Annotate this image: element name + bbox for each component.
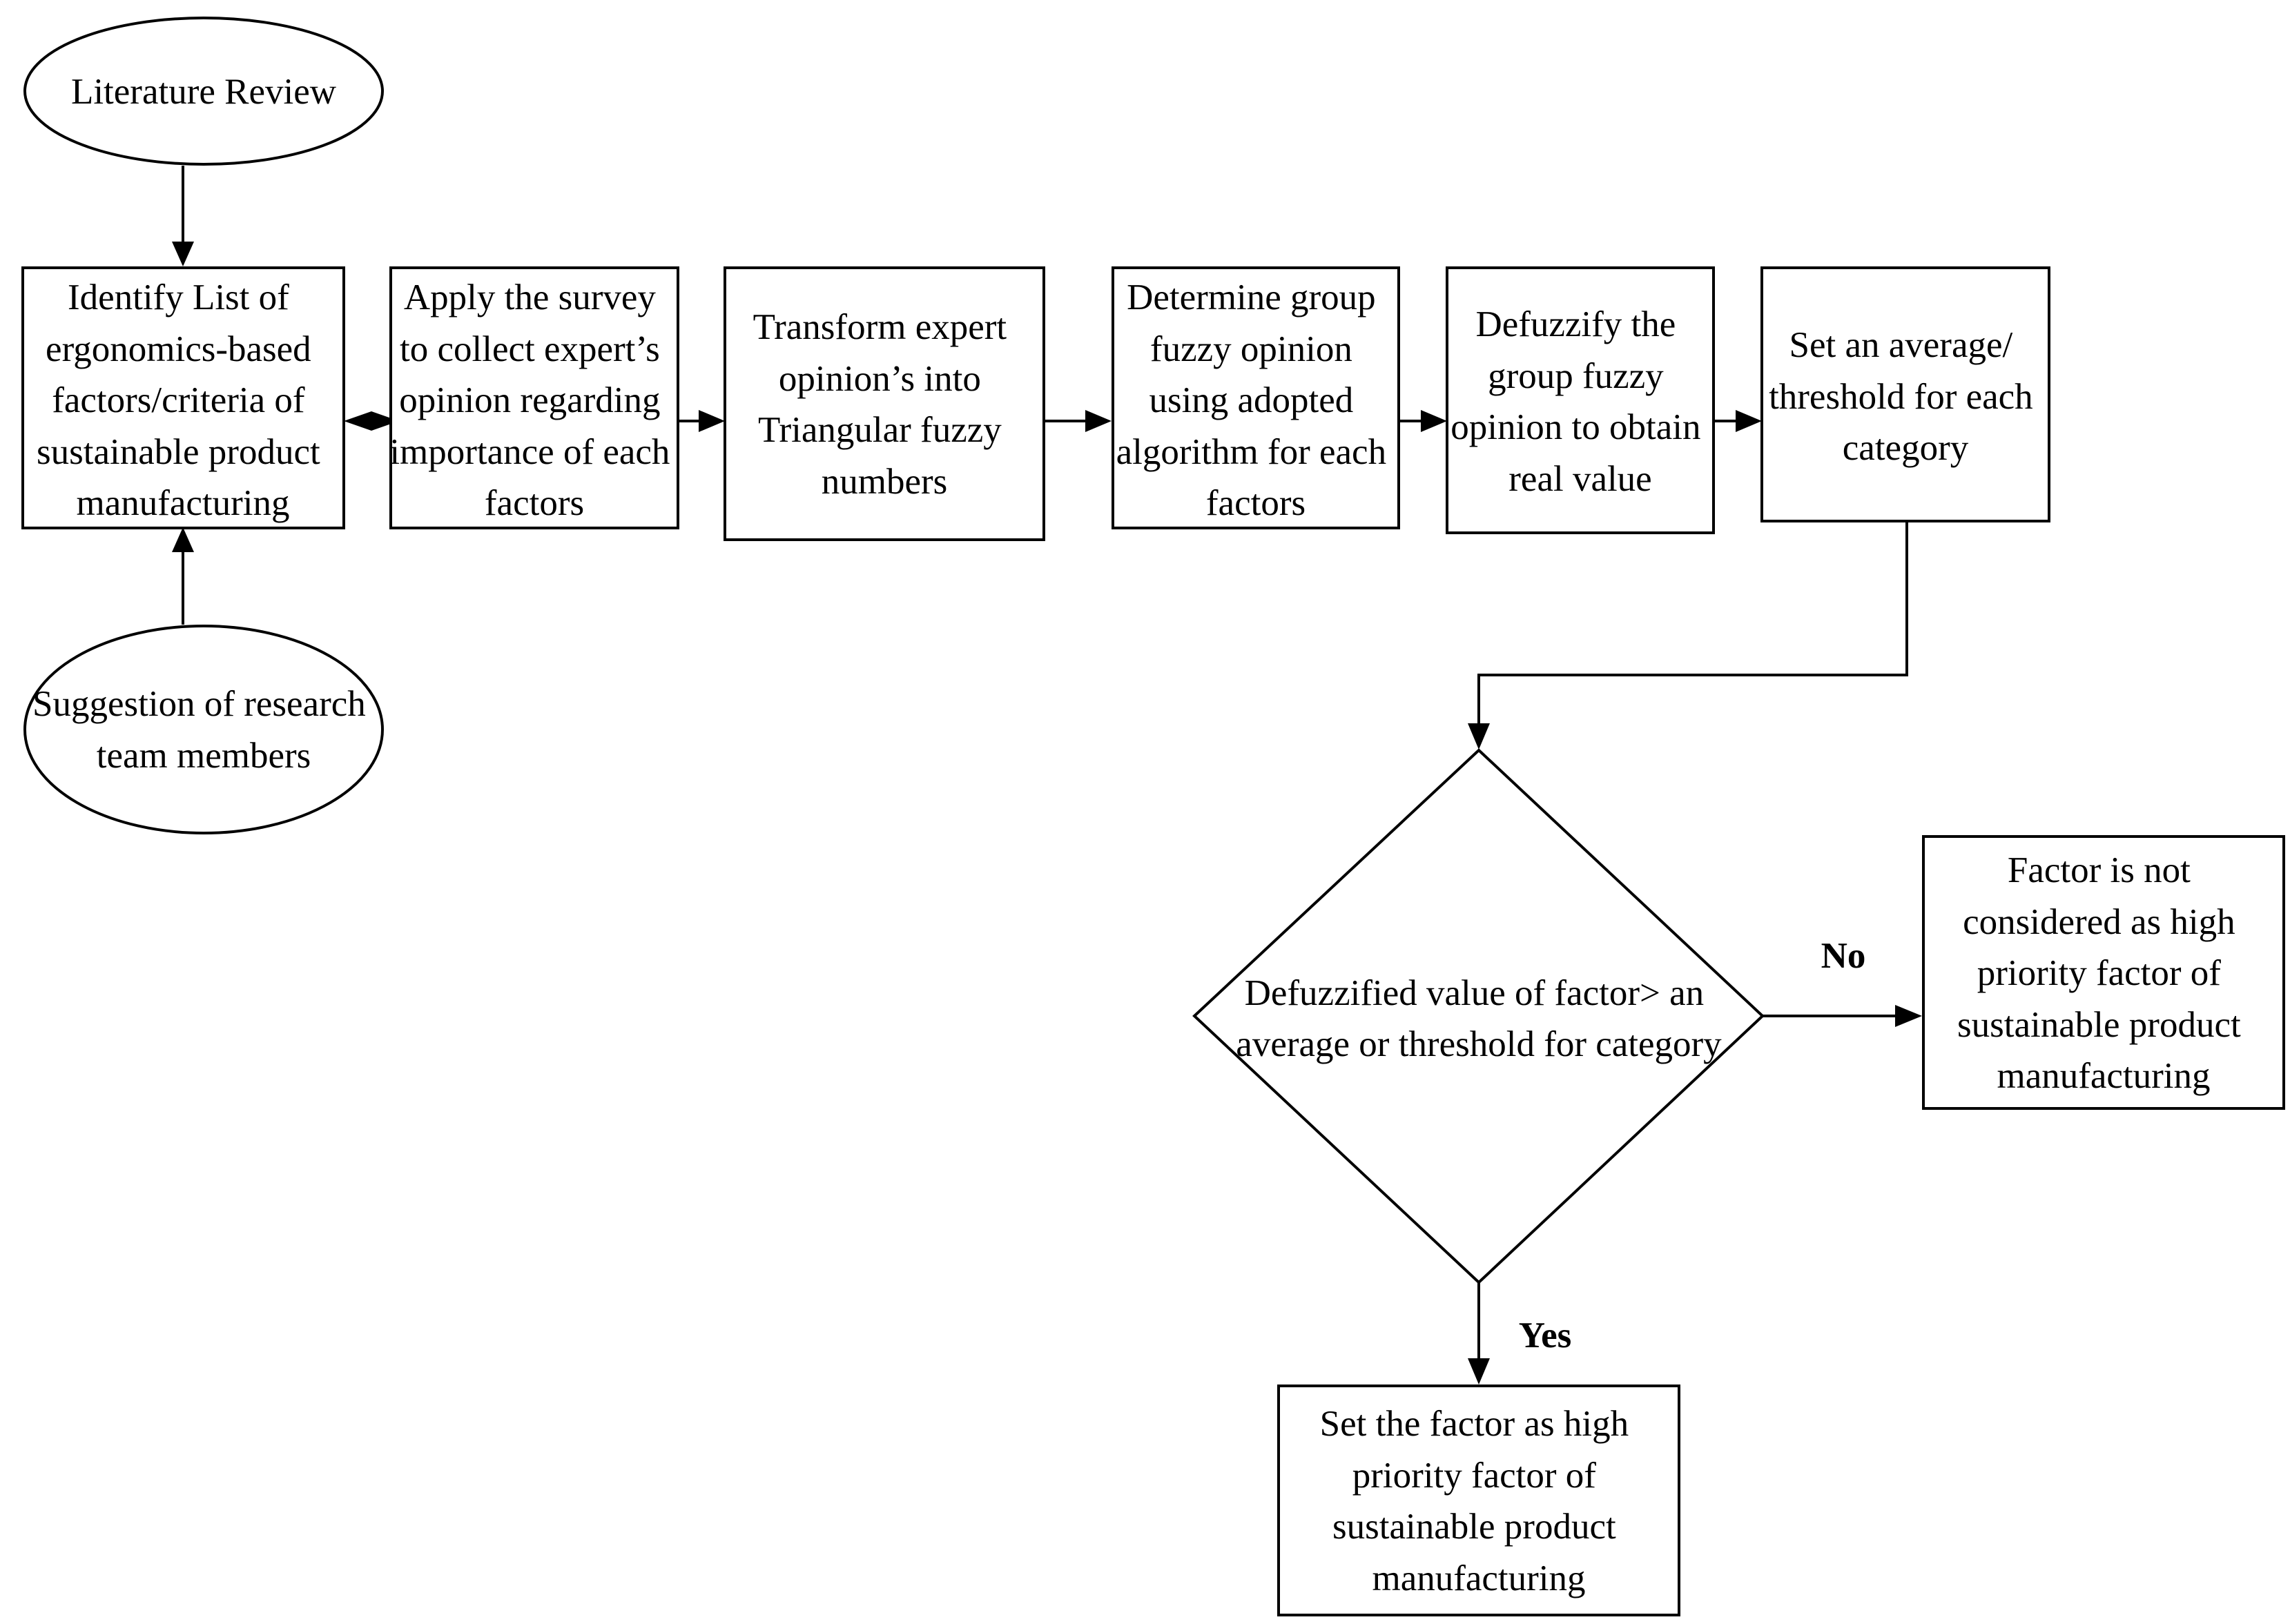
node-label-line: Transform expert <box>753 307 1007 347</box>
node-label-line: Set an average/ <box>1789 325 2013 365</box>
node-label-line: using adopted <box>1149 380 1353 420</box>
svg-text:Set the factor as high p: Set the factor as high priority factor o… <box>1320 1404 1638 1598</box>
identify-factors-node: Identify List of ergonomics-based factor… <box>21 266 345 529</box>
node-label-line: to collect expert’s <box>400 329 660 369</box>
node-label-line: importance of each <box>389 432 670 472</box>
node-label-line: manufacturing <box>1372 1558 1585 1598</box>
node-label-line: Determine group <box>1127 277 1376 317</box>
set-threshold-node: Set an average/ threshold for each categ… <box>1760 266 2050 522</box>
node-label-line: category <box>1843 428 1969 468</box>
transform-opinions-node: Transform expert opinion’s into Triangul… <box>724 266 1045 541</box>
node-label-line: group fuzzy <box>1488 356 1664 396</box>
node-label-line: Defuzzified value of factor> an <box>1245 973 1705 1013</box>
node-label-line: factors <box>485 483 584 523</box>
node-label-line: Apply the survey <box>404 277 657 317</box>
node-label-line: algorithm for each <box>1116 432 1386 472</box>
node-label-line: factors/criteria of <box>52 380 305 420</box>
high-priority-node: Set the factor as high priority factor o… <box>1277 1385 1680 1616</box>
no-edge-label: No <box>1821 936 1866 976</box>
node-label-line: Factor is not <box>2008 850 2191 890</box>
defuzzify-node: Defuzzify the group fuzzy opinion to obt… <box>1446 266 1715 534</box>
node-label-line: numbers <box>822 462 948 502</box>
svg-text:Identify List of ergonom: Identify List of ergonomics-based factor… <box>37 277 329 523</box>
svg-text:Suggestion of research t: Suggestion of research team members <box>32 684 375 776</box>
node-label-line: factors <box>1206 483 1306 523</box>
node-label-line: Identify List of <box>68 277 289 317</box>
not-high-priority-node: Factor is not considered as high priorit… <box>1922 835 2285 1110</box>
determine-group-opinion-node: Determine group fuzzy opinion using adop… <box>1112 266 1400 529</box>
node-label-line: Set the factor as high <box>1320 1404 1629 1444</box>
node-label-line: opinion to obtain <box>1450 407 1700 447</box>
node-label-line: considered as high <box>1963 902 2235 942</box>
svg-text:Literature Review: Literature Review <box>71 72 337 112</box>
node-label-line: sustainable product <box>37 432 320 472</box>
node-label-line: team members <box>97 736 311 776</box>
yes-edge-label: Yes <box>1519 1315 1572 1356</box>
svg-text:Set an average/ threshol: Set an average/ threshold for each categ… <box>1769 325 2042 468</box>
svg-text:Defuzzify the group fuzz: Defuzzify the group fuzzy opinion to obt… <box>1450 304 1709 499</box>
decision-diamond: Defuzzified value of factor> an average … <box>1192 748 1765 1284</box>
svg-text:Determine group fuzzy op: Determine group fuzzy opinion using adop… <box>1116 277 1396 523</box>
svg-text:Transform expert opinion: Transform expert opinion’s into Triangul… <box>753 307 1016 502</box>
node-label-line: Defuzzify the <box>1475 304 1676 344</box>
node-label-line: average or threshold for category <box>1236 1024 1722 1064</box>
connectors <box>172 166 1922 1385</box>
svg-text:Apply the survey to coll: Apply the survey to collect expert’s opi… <box>389 277 679 523</box>
node-label-line: sustainable product <box>1957 1005 2241 1045</box>
literature-review-node: Literature Review <box>23 17 384 166</box>
node-label-line: Suggestion of research <box>32 684 366 724</box>
svg-text:Defuzzified value of factor> a: Defuzzified value of factor> an average … <box>1236 973 1722 1064</box>
apply-survey-node: Apply the survey to collect expert’s opi… <box>389 266 679 529</box>
node-label-line: manufacturing <box>1997 1056 2210 1096</box>
node-label-line: Triangular fuzzy <box>758 410 1002 450</box>
node-label-line: sustainable product <box>1332 1507 1616 1547</box>
node-label-line: priority factor of <box>1977 953 2222 993</box>
node-label-line: real value <box>1508 459 1651 499</box>
node-label-line: Literature Review <box>71 72 337 112</box>
node-label-line: priority factor of <box>1352 1456 1597 1496</box>
node-label-line: manufacturing <box>76 483 289 523</box>
node-label-line: ergonomics-based <box>46 329 311 369</box>
node-label-line: opinion’s into <box>779 359 981 399</box>
node-label-line: threshold for each <box>1769 377 2033 417</box>
node-label-line: opinion regarding <box>399 380 660 420</box>
suggestion-node: Suggestion of research team members <box>23 625 384 834</box>
svg-text:Factor is not considered: Factor is not considered as high priorit… <box>1957 850 2250 1096</box>
node-label-line: fuzzy opinion <box>1150 329 1352 369</box>
